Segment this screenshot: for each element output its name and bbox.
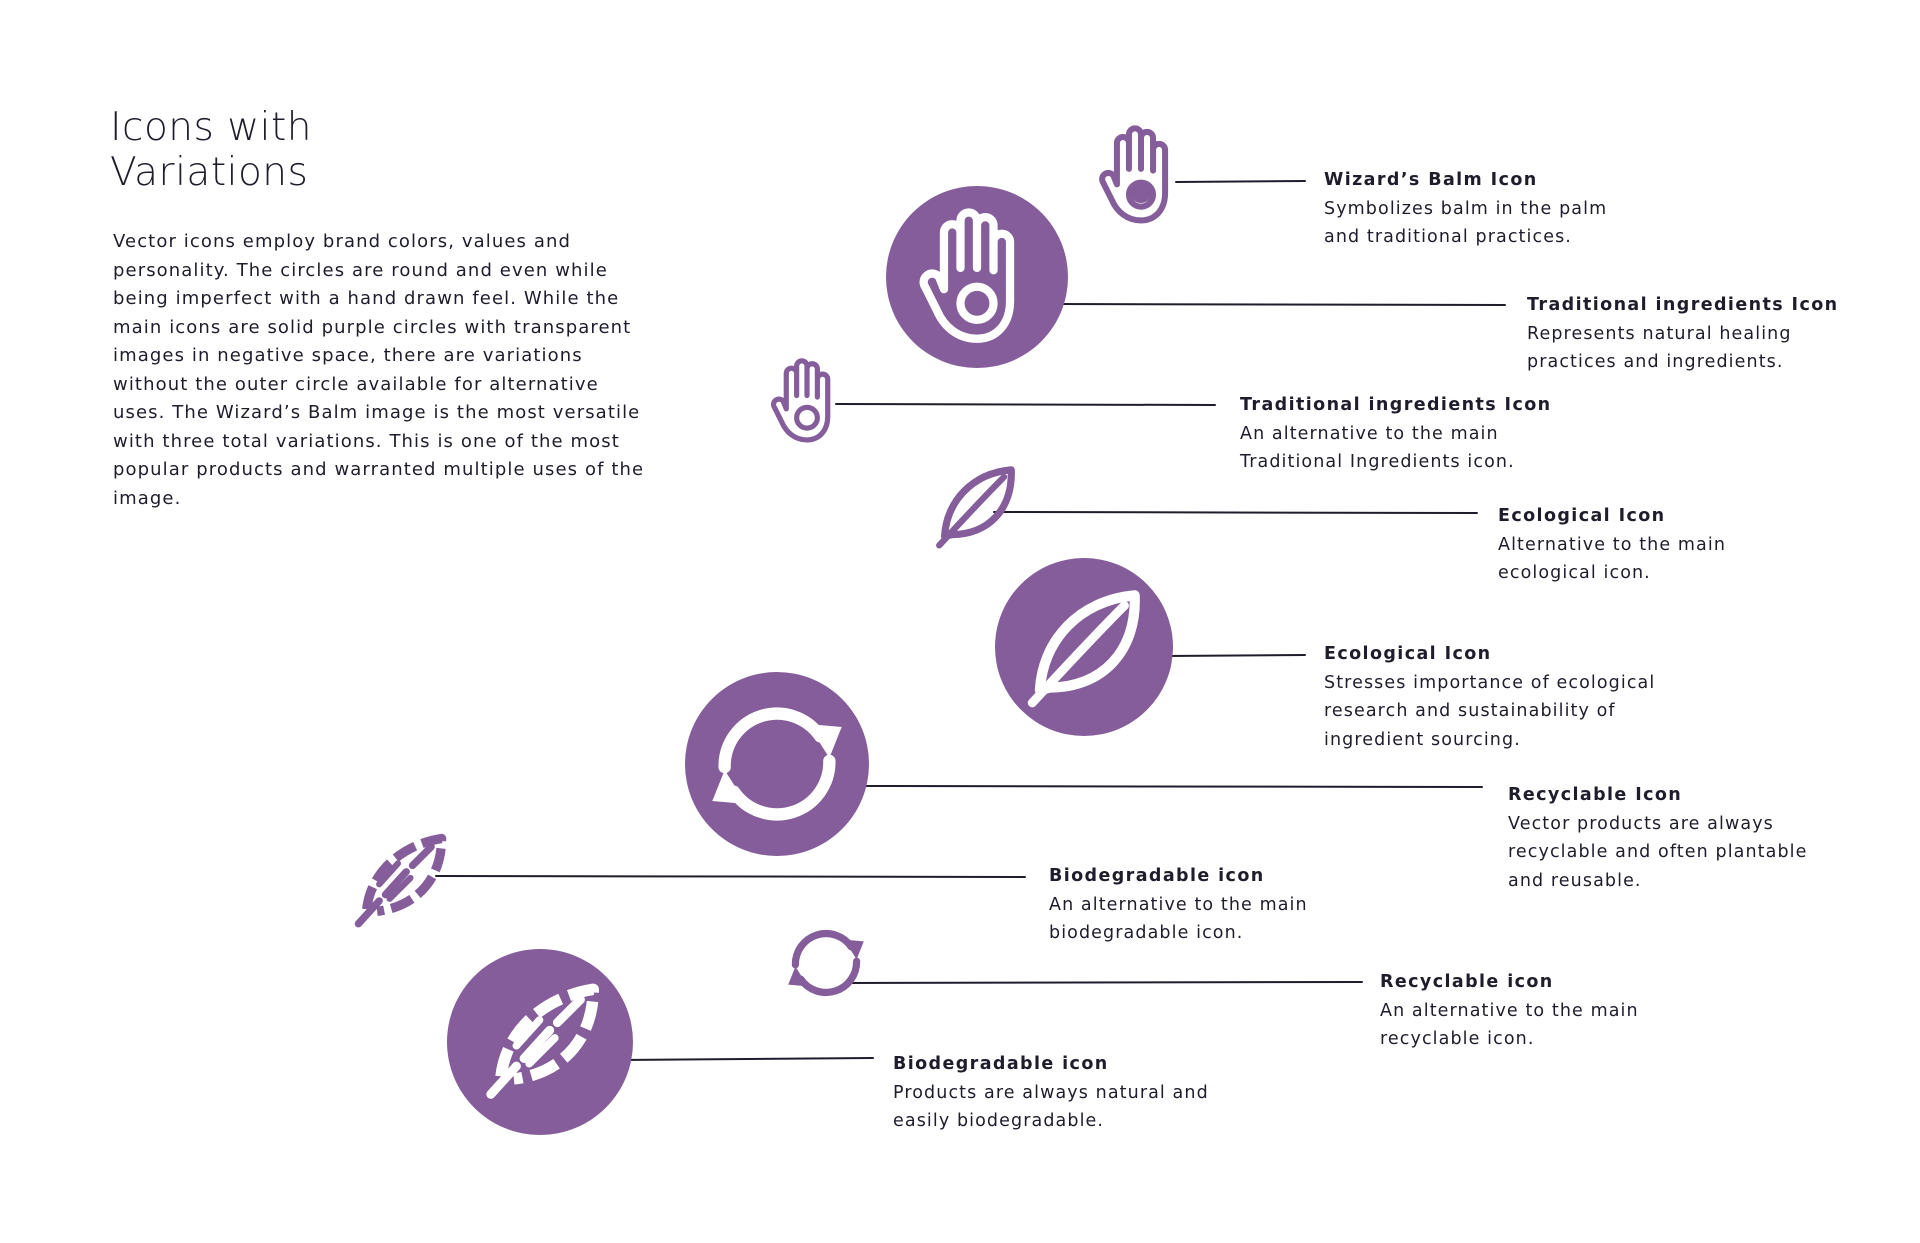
intro-paragraph: Vector icons employ brand colors, values… — [113, 231, 645, 509]
connector-wizards-balm — [1175, 180, 1306, 183]
callout-description: An alternative to the main recyclable ic… — [1380, 1000, 1639, 1050]
recycle-circle-solid-icon — [685, 672, 869, 856]
callout-title: Traditional ingredients Icon — [1527, 295, 1839, 315]
callout-title: Traditional ingredients Icon — [1240, 395, 1552, 415]
callout-recyclable-alt: Recyclable icon An alternative to the ma… — [1380, 968, 1639, 1054]
callout-traditional-main: Traditional ingredients Icon Represents … — [1527, 291, 1839, 377]
callout-title: Recyclable Icon — [1508, 785, 1683, 805]
callout-description: Represents natural healing practices and… — [1527, 323, 1792, 373]
hand-palm-outline-icon — [1102, 128, 1165, 220]
callout-traditional-alt: Traditional ingredients Icon An alternat… — [1240, 391, 1552, 477]
connector-lines — [435, 180, 1506, 1061]
connector-ecological-main — [1165, 654, 1306, 657]
connector-ecological-alt — [993, 511, 1478, 514]
hand-circle-solid-icon — [886, 186, 1068, 368]
callout-recyclable-main: Recyclable Icon Vector products are alwa… — [1508, 781, 1808, 895]
callout-title: Wizard’s Balm Icon — [1324, 170, 1538, 190]
connector-recyclable-main — [855, 785, 1483, 788]
callout-title: Ecological Icon — [1324, 644, 1492, 664]
broken-leaf-icon — [358, 838, 441, 923]
callout-biodegradable-alt: Biodegradable icon An alternative to the… — [1049, 862, 1308, 948]
connector-recyclable-alt — [849, 981, 1363, 984]
callout-ecological-alt: Ecological Icon Alternative to the main … — [1498, 502, 1726, 588]
callout-title: Biodegradable icon — [893, 1054, 1109, 1074]
callout-title: Ecological Icon — [1498, 506, 1666, 526]
callout-biodegradable-main: Biodegradable icon Products are always n… — [893, 1050, 1209, 1136]
callout-description: Symbolizes balm in the palm and traditio… — [1324, 198, 1608, 248]
callout-description: Vector products are always recyclable an… — [1508, 813, 1808, 891]
page-title-line1: Icons with — [110, 105, 312, 150]
callout-wizards-balm: Wizard’s Balm Icon Symbolizes balm in th… — [1324, 166, 1607, 252]
page-title-line2: Variations — [110, 150, 309, 195]
callout-ecological-main: Ecological Icon Stresses importance of e… — [1324, 640, 1655, 754]
connector-traditional-alt — [835, 403, 1216, 406]
callout-title: Biodegradable icon — [1049, 866, 1265, 886]
callout-description: Alternative to the main ecological icon. — [1498, 534, 1727, 584]
callout-description: Stresses importance of ecological resear… — [1324, 672, 1656, 750]
callout-title: Recyclable icon — [1380, 972, 1554, 992]
leaf-circle-solid-icon — [995, 558, 1173, 736]
page-title: Icons with Variations — [110, 105, 312, 195]
callout-description: An alternative to the main biodegradable… — [1049, 894, 1308, 944]
connector-biodegradable-alt — [435, 875, 1026, 878]
callout-description: Products are always natural and easily b… — [893, 1082, 1209, 1132]
hand-small-outline-icon — [774, 361, 828, 440]
connector-biodegradable-main — [613, 1057, 874, 1061]
callout-description: An alternative to the main Traditional I… — [1240, 423, 1515, 473]
broken-leaf-circle-solid-icon — [447, 949, 633, 1135]
connector-traditional-main — [1053, 303, 1506, 306]
leaf-small-icon — [939, 470, 1011, 546]
